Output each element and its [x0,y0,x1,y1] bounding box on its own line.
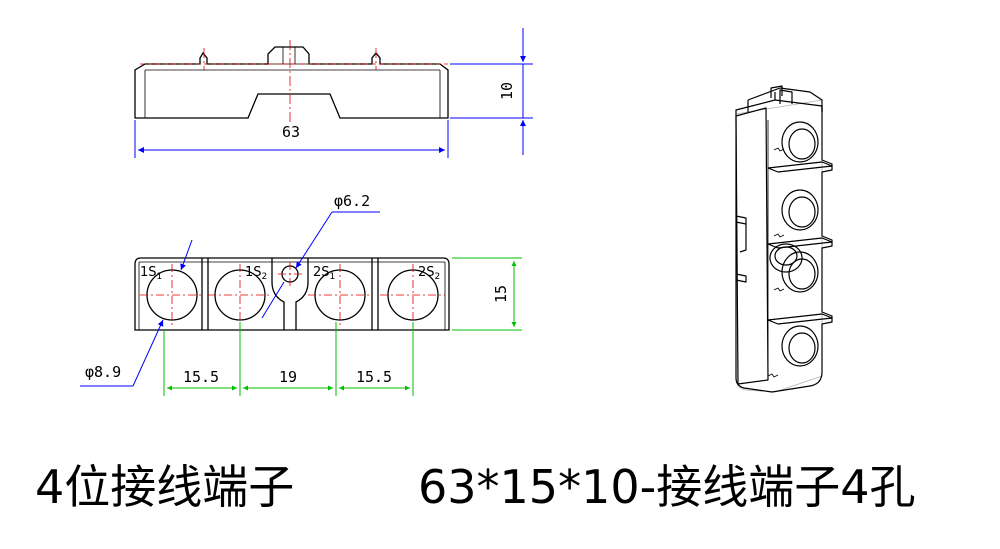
dim-pitch-left-label: 15.5 [183,368,219,386]
dim-pitch [163,322,414,396]
dim-overall-length [134,120,449,158]
isometric-view [735,85,833,393]
dim-hole-leader [80,239,193,387]
dim-pitch-center-label: 19 [279,368,297,386]
caption-right: 63*15*10-接线端子4孔 [418,460,916,514]
top-view-centerlines [140,262,445,327]
dim-small-hole-leader [261,211,380,319]
dim-width [452,257,522,331]
dim-hole-label: φ8.9 [85,363,121,381]
dim-pitch-right-label: 15.5 [356,368,392,386]
dim-overall-length-label: 63 [282,123,300,141]
dim-width-label: 15 [492,285,510,303]
terminal-label-1s2: 1S2 [245,265,267,282]
terminal-label-1s1: 1S1 [140,265,162,282]
terminal-label-2s2: 2S2 [418,265,440,282]
top-view [134,257,450,331]
dim-small-hole-label: φ6.2 [334,192,370,210]
front-view-centerlines [140,40,455,125]
dim-height [450,28,533,155]
front-view [134,46,449,119]
dim-height-label: 10 [498,82,516,100]
terminal-label-2s1: 2S1 [313,265,335,282]
caption-left: 4位接线端子 [35,460,295,514]
